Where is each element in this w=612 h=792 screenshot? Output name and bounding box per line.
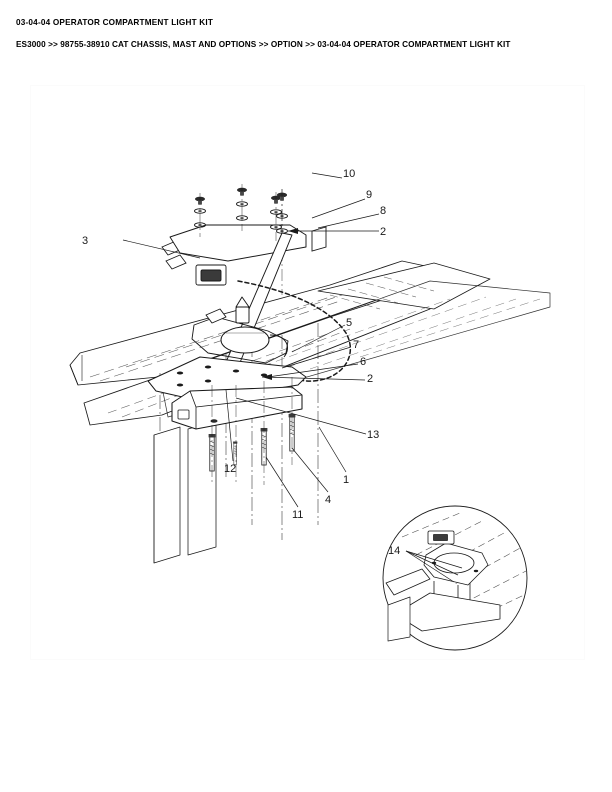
breadcrumb: ES3000 >> 98755-38910 CAT CHASSIS, MAST … bbox=[16, 40, 511, 49]
callout-2-top: 2 bbox=[380, 226, 386, 238]
wire-harness bbox=[237, 280, 351, 382]
callout-5: 5 bbox=[346, 317, 352, 329]
callout-13: 13 bbox=[367, 429, 379, 441]
callout-6: 6 bbox=[360, 356, 366, 368]
callout-8: 8 bbox=[380, 205, 386, 217]
callout-7: 7 bbox=[353, 339, 359, 351]
callout-9: 9 bbox=[366, 189, 372, 201]
diagram-frame bbox=[30, 85, 585, 660]
fasteners-right-column bbox=[276, 189, 288, 295]
detail-circle-14 bbox=[382, 505, 528, 651]
callout-2-mid: 2 bbox=[367, 373, 373, 385]
callout-11: 11 bbox=[292, 509, 303, 521]
callout-arrowheads bbox=[262, 228, 298, 380]
page-title: 03-04-04 OPERATOR COMPARTMENT LIGHT KIT bbox=[16, 18, 214, 27]
callout-leaders bbox=[122, 172, 463, 583]
callout-4: 4 bbox=[325, 494, 331, 506]
callout-3: 3 bbox=[82, 235, 88, 247]
callout-1: 1 bbox=[343, 474, 349, 486]
callout-10: 10 bbox=[343, 168, 355, 180]
callout-14: 14 bbox=[388, 545, 400, 557]
mounting-plate-upper bbox=[169, 224, 307, 262]
exploded-view-diagram: 10 9 8 2 3 5 7 6 2 13 12 11 4 1 14 bbox=[30, 85, 585, 660]
fasteners-lower-group bbox=[208, 377, 296, 485]
lamp-assembly bbox=[191, 296, 289, 364]
light-housing-cover bbox=[171, 386, 303, 430]
callout-12: 12 bbox=[224, 463, 236, 475]
callout-labels: 10 9 8 2 3 5 7 6 2 13 12 11 4 1 14 bbox=[82, 168, 400, 557]
